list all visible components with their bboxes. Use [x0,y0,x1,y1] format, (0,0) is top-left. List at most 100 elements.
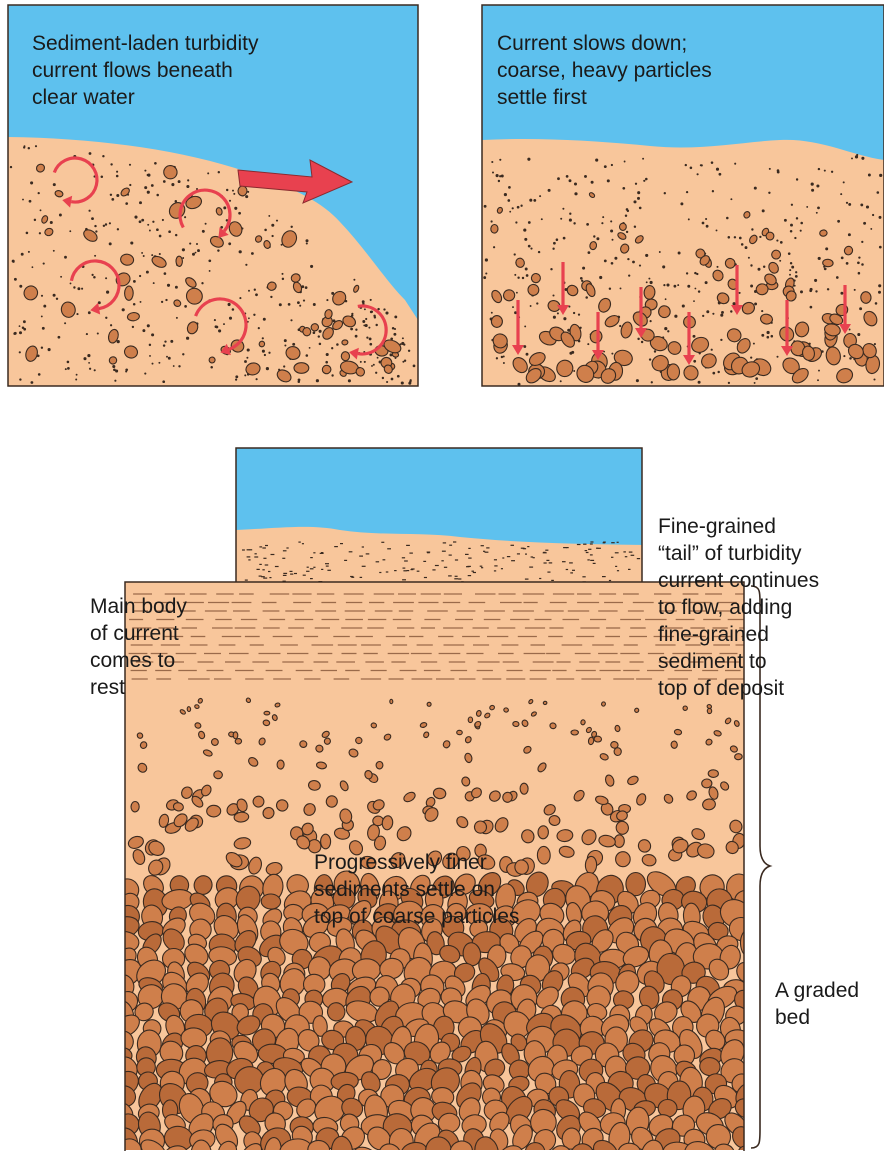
fine-grain [734,163,736,165]
fine-grain [23,320,26,323]
fine-grain [728,236,731,239]
fine-grain [385,311,388,314]
fine-grain [53,183,56,186]
fine-grain [151,254,153,256]
pebble [707,708,711,713]
panel-3-bottom-label: Progressively finer sediments settle on … [314,849,519,930]
pebble [457,730,463,735]
fine-grain [688,218,690,220]
fine-grain [687,285,690,288]
fine-grain [560,380,562,382]
fine-grain [253,314,255,316]
pebble [299,740,307,748]
fine-grain [184,216,186,218]
fine-grain [245,264,247,266]
fine-grain [512,207,514,209]
fine-grain [800,230,802,232]
fine-grain [30,181,33,184]
fine-grain [872,214,874,216]
fine-grain [326,299,328,301]
fine-grain [41,295,43,297]
fine-grain [857,261,860,264]
fine-grain [809,289,812,292]
fine-grain [178,180,181,183]
fine-grain [816,212,818,214]
fine-grain [248,317,250,319]
fine-grain [282,278,284,280]
fine-grain [690,167,693,170]
fine-grain [13,332,16,335]
fine-grain [664,192,666,194]
fine-grain [173,365,175,367]
fine-grain [215,325,218,328]
pebble [619,223,627,231]
fine-grain [106,291,109,294]
fine-grain [134,216,137,219]
fine-grain [75,379,77,381]
fine-grain [693,360,696,363]
fine-grain [767,336,770,339]
fine-grain [761,334,764,337]
fine-grain [861,241,863,243]
pebble [610,741,619,749]
fine-grain [878,284,881,287]
fine-grain [814,279,817,282]
fine-grain [776,240,778,242]
fine-grain [507,199,510,202]
fine-grain [94,255,96,257]
fine-grain [288,303,291,306]
fine-grain [849,357,852,360]
fine-grain [76,313,78,315]
fine-grain [103,225,105,227]
fine-grain [139,220,142,223]
fine-grain [152,363,154,365]
panel-3-right-label: Fine-grained “tail” of turbidity current… [658,513,819,702]
panel-3-right-label-line: sediment to [658,648,819,675]
fine-grain [694,288,696,290]
fine-grain [843,181,845,183]
fine-grain [650,320,652,322]
fine-grain [67,361,70,364]
fine-grain [879,174,882,177]
fine-grain [584,175,587,178]
fine-grain [364,361,366,363]
fine-grain [43,305,46,308]
fine-grain [228,242,231,245]
fine-grain [700,164,702,166]
fine-grain [139,275,141,277]
fine-grain [159,253,161,255]
fine-grain [824,170,826,172]
fine-grain [680,202,683,205]
fine-grain [634,225,636,227]
fine-grain [578,313,580,315]
fine-grain [410,379,412,381]
pebble [233,732,238,739]
fine-grain [686,191,688,193]
fine-grain [825,247,828,250]
fine-grain [22,199,24,201]
fine-grain [165,299,167,301]
fine-grain [297,301,300,304]
fine-grain [720,314,723,317]
fine-grain [663,284,665,286]
fine-grain [152,221,154,223]
fine-grain [759,236,761,238]
fine-grain [14,278,17,281]
fine-grain [22,327,25,330]
fine-grain [541,218,543,220]
fine-grain [795,271,797,273]
fine-grain [305,286,308,289]
fine-grain [642,158,644,160]
fine-grain [363,324,365,326]
fine-grain [508,186,511,189]
fine-grain [281,273,283,275]
pebble [601,701,606,706]
fine-grain [563,237,566,240]
fine-grain [520,205,522,207]
fine-grain [209,270,211,272]
fine-grain [210,366,213,369]
fine-grain [750,264,752,266]
pebble [321,834,331,849]
fine-grain [585,296,588,299]
fine-grain [533,199,536,202]
